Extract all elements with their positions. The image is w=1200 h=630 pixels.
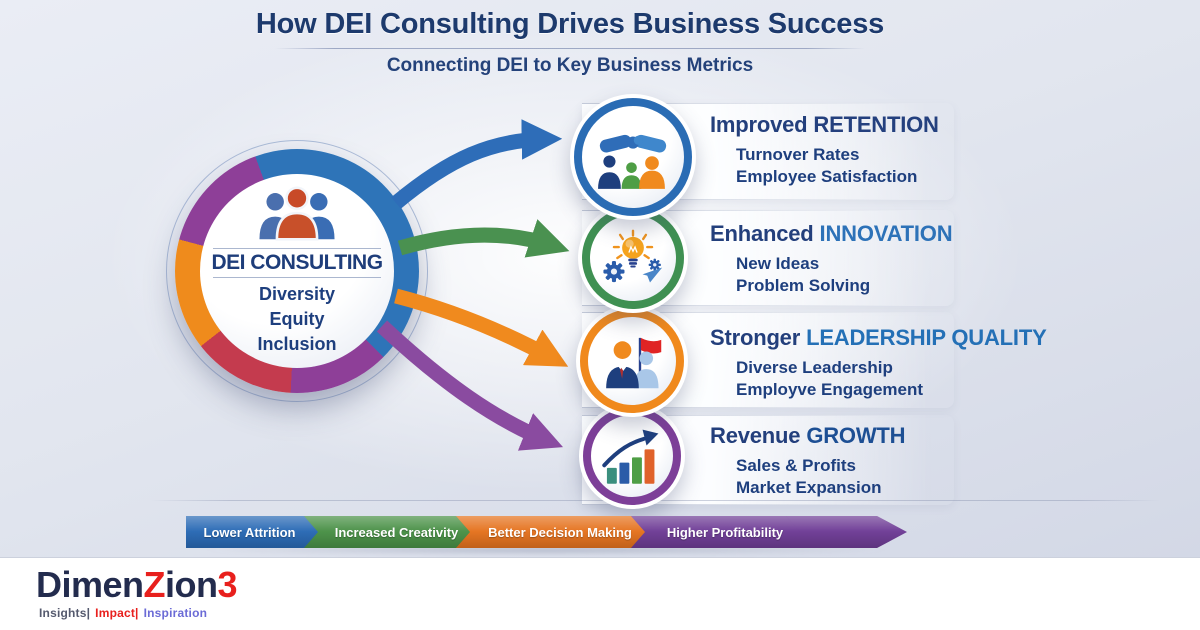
bullet: Employve Engagement (736, 380, 924, 399)
tagline-part: Inspiration (143, 606, 208, 620)
heading-prefix: Enhanced (710, 221, 814, 246)
header: How DEI Consulting Drives Business Succe… (0, 8, 1140, 77)
handshake-icon (598, 134, 667, 189)
tagline-part: Insights| (39, 606, 91, 620)
bullet: Employee Satisfaction (736, 167, 918, 186)
leadership-circle (576, 305, 688, 417)
heading-keyword: INNOVATION (819, 221, 953, 246)
segment-label: Better Decision Making (488, 524, 632, 540)
arrow-to-leadership (394, 288, 569, 367)
team-people-icon (259, 186, 335, 241)
logo-part: 3 (217, 564, 238, 605)
segment-label: Increased Creativity (334, 524, 459, 540)
arrow-to-growth (376, 320, 564, 451)
growth-bullets: Sales & Profits Market Expansion (736, 455, 905, 499)
growth-chart-icon (602, 429, 659, 484)
logo-part: Dimen (36, 564, 144, 605)
segment-lower-attrition: Lower Attrition (186, 516, 321, 548)
title-divider (275, 48, 865, 49)
retention-bullets: Turnover Rates Employee Satisfaction (736, 144, 939, 188)
bullet: Problem Solving (736, 276, 871, 295)
arrow-tail (786, 516, 907, 548)
logo-tagline: Insights| Impact| Inspiration (39, 606, 212, 620)
connector-arrows (376, 119, 570, 451)
page-subtitle: Connecting DEI to Key Business Metrics (386, 55, 754, 76)
innovation-bullets: New Ideas Problem Solving (736, 253, 952, 297)
lightbulb-gears-icon (603, 229, 663, 283)
leader-flag-icon (606, 337, 662, 389)
heading-keyword: GROWTH (806, 423, 906, 448)
logo-part: Z (143, 564, 166, 605)
arrow-to-retention (391, 119, 563, 209)
heading-prefix: Improved (710, 112, 808, 137)
logo-part: ion (165, 564, 218, 605)
innovation-circle (578, 203, 688, 313)
hub-value-inclusion: Inclusion (257, 334, 337, 354)
bullet: New Ideas (736, 254, 820, 273)
segment-label: Lower Attrition (203, 524, 296, 540)
heading-prefix: Stronger (710, 325, 801, 350)
infographic-stage: How DEI Consulting Drives Business Succe… (0, 0, 1200, 557)
hub-rule-bottom (213, 277, 381, 278)
leadership-bullets: Diverse Leadership Employve Engagement (736, 357, 1047, 401)
bullet: Sales & Profits (736, 456, 856, 475)
innovation-ring (582, 207, 684, 309)
hub-title: DEI CONSULTING (211, 251, 383, 274)
retention-circle (570, 94, 696, 220)
hub-outline-circle (166, 140, 428, 402)
segment-label: Higher Profitability (666, 524, 784, 540)
segment-increased-creativity: Increased Creativity (304, 516, 483, 548)
bullet: Diverse Leadership (736, 358, 893, 377)
segment-better-decision-making: Better Decision Making (456, 516, 658, 548)
hub-rule-top (213, 248, 381, 249)
outcome-arrow-bar: Lower Attrition Increased Creativity Bet… (186, 516, 926, 548)
heading-prefix: Revenue (710, 423, 801, 448)
page-title: How DEI Consulting Drives Business Succe… (255, 8, 885, 40)
segment-higher-profitability: Higher Profitability (631, 516, 813, 548)
heading-keyword: LEADERSHIP QUALITY (806, 325, 1047, 350)
footer: DimenZion3 Insights| Impact| Inspiration (0, 557, 1200, 630)
tagline-part: Impact| (95, 606, 139, 620)
retention-ring (574, 98, 692, 216)
growth-ring (583, 407, 681, 505)
leadership-ring (580, 309, 684, 413)
bullet: Turnover Rates (736, 145, 860, 164)
dei-hub: DEI CONSULTING Diversity Equity Inclusio… (200, 174, 394, 368)
growth-circle (579, 403, 685, 509)
hub-value-diversity: Diversity (258, 284, 336, 304)
bar-shadow (196, 545, 896, 555)
hub-value-equity: Equity (269, 309, 325, 329)
arrow-to-innovation (397, 219, 570, 258)
heading-keyword: RETENTION (813, 112, 939, 137)
bullet: Market Expansion (736, 478, 882, 497)
dimenzion3-logo: DimenZion3 (36, 564, 238, 606)
